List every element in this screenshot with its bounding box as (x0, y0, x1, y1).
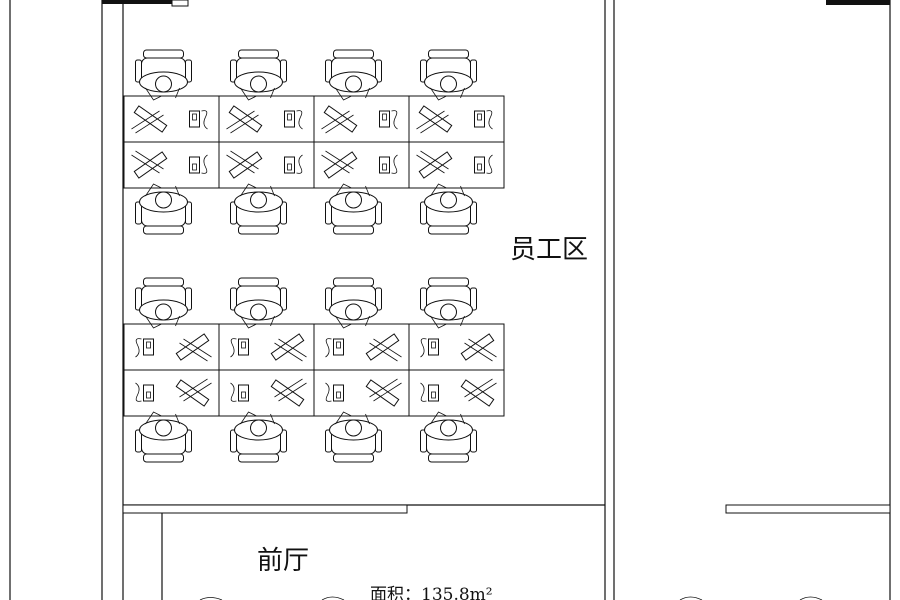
chair-with-person (230, 183, 287, 235)
workstation-cluster (123, 49, 505, 235)
desk (313, 95, 410, 143)
walls (9, 0, 891, 600)
desk (123, 141, 220, 189)
chair-with-person (325, 277, 382, 329)
chair-with-person (135, 49, 192, 101)
chair-with-person (325, 183, 382, 235)
desk (313, 141, 410, 189)
chair-with-person (420, 411, 477, 463)
chair-with-person (325, 411, 382, 463)
workstation-clusters (123, 49, 505, 463)
lobby-arc-mid (321, 596, 345, 600)
area-label: 面积：135.8m² (370, 585, 493, 600)
desk (408, 141, 505, 189)
desk (123, 323, 220, 371)
staff-area-label: 员工区 (510, 235, 588, 265)
desk (218, 369, 315, 417)
chair-with-person (325, 49, 382, 101)
arc-right-a (679, 596, 703, 600)
desk (408, 369, 505, 417)
chair-with-person (135, 277, 192, 329)
desk (218, 323, 315, 371)
chair-with-person (135, 183, 192, 235)
lobby-arc-left (199, 597, 223, 600)
chair-with-person (230, 277, 287, 329)
chair-with-person (135, 411, 192, 463)
desk (123, 95, 220, 143)
desk (218, 95, 315, 143)
desk (408, 323, 505, 371)
desk (123, 369, 220, 417)
workstation-cluster (123, 277, 505, 463)
desk (313, 323, 410, 371)
arc-right-b (799, 596, 823, 600)
chair-with-person (420, 277, 477, 329)
chair-with-person (230, 49, 287, 101)
desk (408, 95, 505, 143)
chair-with-person (230, 411, 287, 463)
chair-with-person (420, 49, 477, 101)
lobby-label: 前厅 (257, 546, 309, 576)
desk (313, 369, 410, 417)
chair-with-person (420, 183, 477, 235)
desk (218, 141, 315, 189)
